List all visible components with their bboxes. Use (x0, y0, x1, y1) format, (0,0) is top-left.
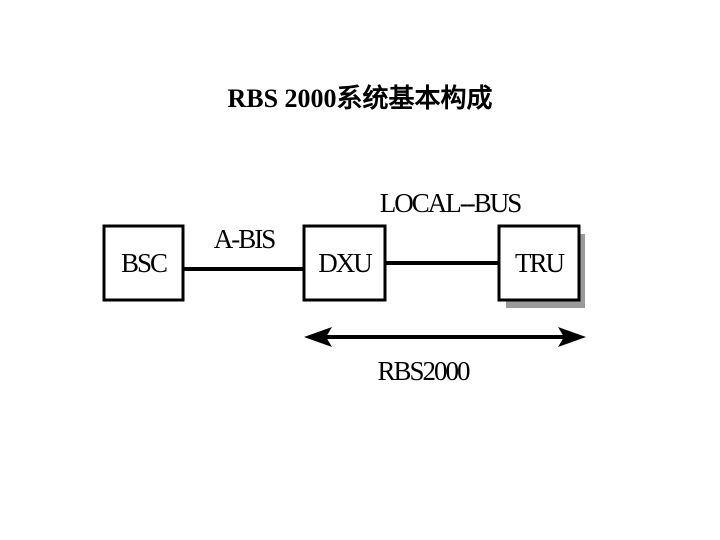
abis-label: A-BIS (214, 224, 275, 254)
dxu-box: DXU (302, 224, 387, 302)
rbs2000-label: RBS2000 (377, 356, 470, 386)
local-bus-label: LOCAL--BUS (380, 188, 521, 218)
page-title: RBS 2000系统基本构成 (227, 84, 493, 113)
tru-label: TRU (515, 248, 565, 278)
rbs2000-span-arrow (304, 327, 586, 347)
dxu-label: DXU (318, 248, 372, 278)
tru-box: TRU (497, 224, 585, 308)
bsc-box: BSC (102, 224, 185, 302)
bsc-label: BSC (121, 248, 167, 278)
